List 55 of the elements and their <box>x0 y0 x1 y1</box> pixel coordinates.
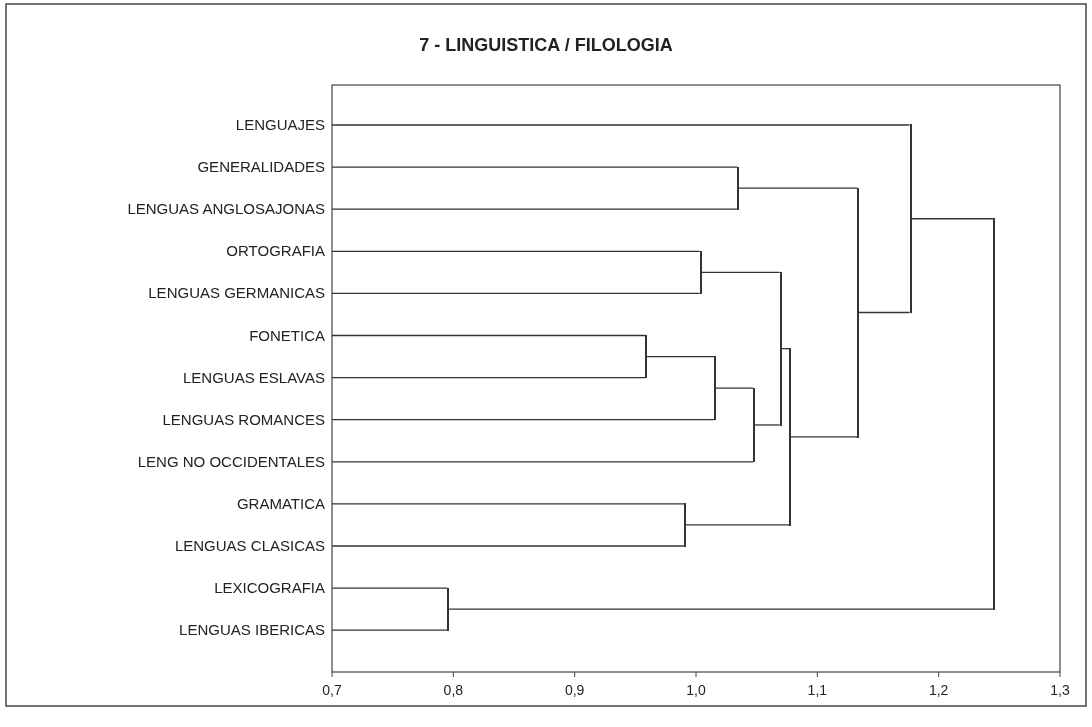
dendrogram-branch <box>684 524 791 526</box>
axis-tick-label: 0,8 <box>442 682 465 698</box>
dendrogram-branch <box>645 355 715 358</box>
leaf-label: LENGUAS CLASICAS <box>10 535 332 557</box>
axis-tick-label: 1,3 <box>1049 682 1071 698</box>
dendrogram-branch <box>331 166 738 168</box>
dendrogram-branch <box>331 250 701 252</box>
dendrogram-branch <box>331 124 911 126</box>
dendrogram-branch <box>331 545 685 547</box>
dendrogram-branch <box>857 311 911 314</box>
dendrogram-branch <box>331 503 685 505</box>
merge-bar <box>645 334 648 379</box>
axis-tick-label: 1,2 <box>927 682 950 698</box>
merge-bar <box>909 124 912 314</box>
dendrogram-branch <box>789 436 858 438</box>
leaf-label: LENG NO OCCIDENTALES <box>10 450 332 473</box>
merge-bar <box>993 218 996 610</box>
leaf-label: LENGUAS ESLAVAS <box>10 366 332 389</box>
axis-tick-label: 0,9 <box>563 682 586 698</box>
axis-tick-label: 1,1 <box>806 682 829 698</box>
leaf-label: ORTOGRAFIA <box>10 240 332 263</box>
leaf-label: LENGUAS ANGLOSAJONAS <box>10 198 332 221</box>
merge-bar <box>447 587 450 631</box>
chart-title: 7 - LINGUISTICA / FILOLOGIA <box>418 35 674 56</box>
leaf-label: LENGUAS IBERICAS <box>10 619 332 642</box>
merge-bar <box>789 348 792 526</box>
leaf-label: GRAMATICA <box>10 492 332 515</box>
leaf-label: LENGUAJES <box>10 114 332 136</box>
leaf-label: LEXICOGRAFIA <box>10 577 332 600</box>
dendrogram-branch <box>714 387 754 389</box>
merge-bar <box>779 271 782 426</box>
axis-tick-label: 1,0 <box>685 682 707 698</box>
merge-bar <box>737 166 740 210</box>
dendrogram-branch <box>700 271 781 273</box>
merge-bar <box>714 355 717 421</box>
dendrogram-branch <box>909 218 994 220</box>
dendrogram-branch <box>331 461 754 463</box>
leaf-label: GENERALIDADES <box>10 156 332 179</box>
dendrogram-branch <box>331 334 646 337</box>
leaf-label: LENGUAS GERMANICAS <box>10 282 332 305</box>
dendrogram-branch <box>331 376 646 379</box>
merge-bar <box>683 503 686 547</box>
leaf-label: LENGUAS ROMANCES <box>10 408 332 431</box>
leaf-label: FONETICA <box>10 324 332 347</box>
axis-tick-label: 0,7 <box>321 682 343 698</box>
dendrogram-branch <box>331 629 448 631</box>
dendrogram-branch <box>447 608 994 610</box>
dendrogram-branch <box>331 208 738 210</box>
dendrogram-branch <box>331 292 701 295</box>
dendrogram-branch <box>753 424 781 426</box>
dendrogram-branch <box>331 419 715 421</box>
dendrogram-branch <box>737 187 858 189</box>
merge-bar <box>857 187 860 438</box>
dendrogram-branch <box>331 587 448 589</box>
merge-bar <box>699 250 702 295</box>
